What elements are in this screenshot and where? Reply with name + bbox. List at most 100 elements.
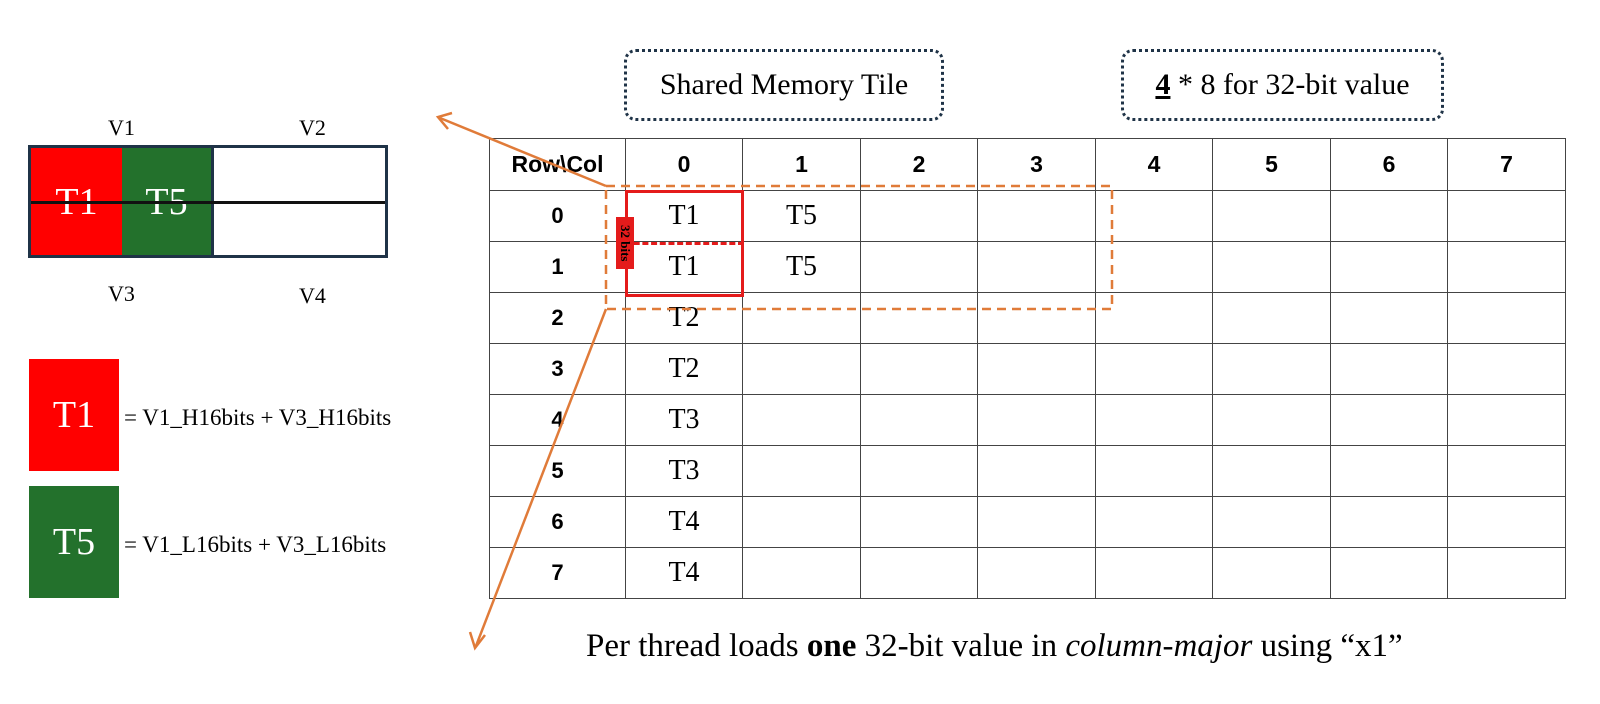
table-cell bbox=[1095, 292, 1213, 344]
col-header: 7 bbox=[1447, 138, 1566, 191]
figure-caption: Per thread loads one 32-bit value in col… bbox=[586, 628, 1403, 665]
legend-swatch-t5: T5 bbox=[29, 486, 119, 598]
bits-size-tag: 32 bits bbox=[616, 217, 634, 269]
arrow-to-caption-head bbox=[468, 631, 486, 651]
table-cell bbox=[1095, 394, 1213, 446]
caption-part1: Per thread loads bbox=[586, 628, 807, 664]
row-header: 1 bbox=[489, 241, 626, 293]
table-cell bbox=[860, 292, 978, 344]
table-cell bbox=[1212, 496, 1331, 548]
table-cell bbox=[1447, 394, 1566, 446]
table-cell bbox=[742, 394, 861, 446]
caption-part3: using “x1” bbox=[1252, 628, 1403, 664]
table-cell bbox=[742, 343, 861, 395]
row-header: 3 bbox=[489, 343, 626, 395]
table-cell bbox=[1447, 445, 1566, 497]
col-header: 5 bbox=[1212, 138, 1331, 191]
table-cell bbox=[977, 547, 1096, 599]
table-cell bbox=[1330, 292, 1448, 344]
legend-swatch-t5-label: T5 bbox=[52, 521, 96, 563]
register-label-v1: V1 bbox=[108, 115, 135, 140]
callout-title: Shared Memory Tile bbox=[659, 68, 909, 101]
dims-text: * 8 for 32-bit value bbox=[1170, 68, 1410, 101]
table-cell bbox=[1330, 394, 1448, 446]
table-cell bbox=[1447, 292, 1566, 344]
row-header: 7 bbox=[489, 547, 626, 599]
table-cell bbox=[1330, 343, 1448, 395]
table-cell bbox=[1095, 190, 1213, 242]
table-cell bbox=[977, 292, 1096, 344]
table-cell bbox=[742, 292, 861, 344]
col-header: 1 bbox=[742, 138, 861, 191]
table-cell bbox=[1212, 394, 1331, 446]
table-cell bbox=[742, 445, 861, 497]
table-corner-header: Row\Col bbox=[489, 138, 626, 191]
caption-italic: column-major bbox=[1065, 628, 1253, 664]
table-cell bbox=[742, 496, 861, 548]
row-header: 0 bbox=[489, 190, 626, 242]
table-cell: T5 bbox=[742, 190, 861, 242]
table-cell bbox=[1095, 496, 1213, 548]
table-cell: T2 bbox=[625, 292, 743, 344]
table-cell bbox=[1212, 445, 1331, 497]
col-header: 2 bbox=[860, 138, 978, 191]
t1-highlight-split bbox=[625, 242, 744, 245]
caption-part2: 32-bit value in bbox=[856, 628, 1066, 664]
table-cell bbox=[1095, 445, 1213, 497]
table-cell bbox=[1095, 547, 1213, 599]
table-cell: T4 bbox=[625, 547, 743, 599]
arrow-to-register-head bbox=[435, 111, 453, 130]
table-cell bbox=[1212, 547, 1331, 599]
register-label-v2: V2 bbox=[299, 115, 326, 140]
dims-emphasis: 4 bbox=[1155, 68, 1171, 101]
table-cell bbox=[860, 445, 978, 497]
col-header: 3 bbox=[977, 138, 1096, 191]
col-header: 0 bbox=[625, 138, 743, 191]
register-label-v4: V4 bbox=[299, 283, 326, 308]
table-cell bbox=[860, 547, 978, 599]
shared-memory-tile-callout: Shared Memory Tile bbox=[624, 49, 944, 121]
table-cell bbox=[1212, 343, 1331, 395]
row-header: 5 bbox=[489, 445, 626, 497]
table-cell bbox=[977, 343, 1096, 395]
table-cell bbox=[977, 496, 1096, 548]
row-header: 2 bbox=[489, 292, 626, 344]
legend-text-t5: = V1_L16bits + V3_L16bits bbox=[124, 532, 387, 557]
table-cell bbox=[1095, 343, 1213, 395]
table-cell: T3 bbox=[625, 445, 743, 497]
table-cell: T5 bbox=[742, 241, 861, 293]
table-cell bbox=[1212, 190, 1331, 242]
table-header-row: Row\Col 0 1 2 3 4 5 6 7 bbox=[489, 138, 1566, 191]
table-cell bbox=[977, 190, 1096, 242]
row-header: 6 bbox=[489, 496, 626, 548]
table-cell bbox=[860, 496, 978, 548]
table-cell bbox=[1447, 496, 1566, 548]
tile-dimensions-callout: 4 * 8 for 32-bit value bbox=[1121, 49, 1444, 121]
table-cell: T3 bbox=[625, 394, 743, 446]
table-cell: T4 bbox=[625, 496, 743, 548]
table-cell bbox=[977, 445, 1096, 497]
legend-text-t1: = V1_H16bits + V3_H16bits bbox=[124, 405, 392, 430]
table-cell: T2 bbox=[625, 343, 743, 395]
table-cell bbox=[1212, 292, 1331, 344]
legend-swatch-t1-label: T1 bbox=[52, 394, 96, 436]
table-cell bbox=[1330, 241, 1448, 293]
table-cell bbox=[860, 190, 978, 242]
table-cell bbox=[860, 394, 978, 446]
register-label-v3: V3 bbox=[108, 281, 135, 306]
table-cell bbox=[1330, 445, 1448, 497]
table-cell bbox=[1330, 496, 1448, 548]
caption-bold: one bbox=[806, 628, 857, 664]
table-cell bbox=[977, 241, 1096, 293]
register-divider bbox=[31, 201, 385, 204]
legend-swatch-t1: T1 bbox=[29, 359, 119, 471]
register-diagram: T1 T5 bbox=[28, 145, 388, 258]
col-header: 4 bbox=[1095, 138, 1213, 191]
table-cell bbox=[742, 547, 861, 599]
